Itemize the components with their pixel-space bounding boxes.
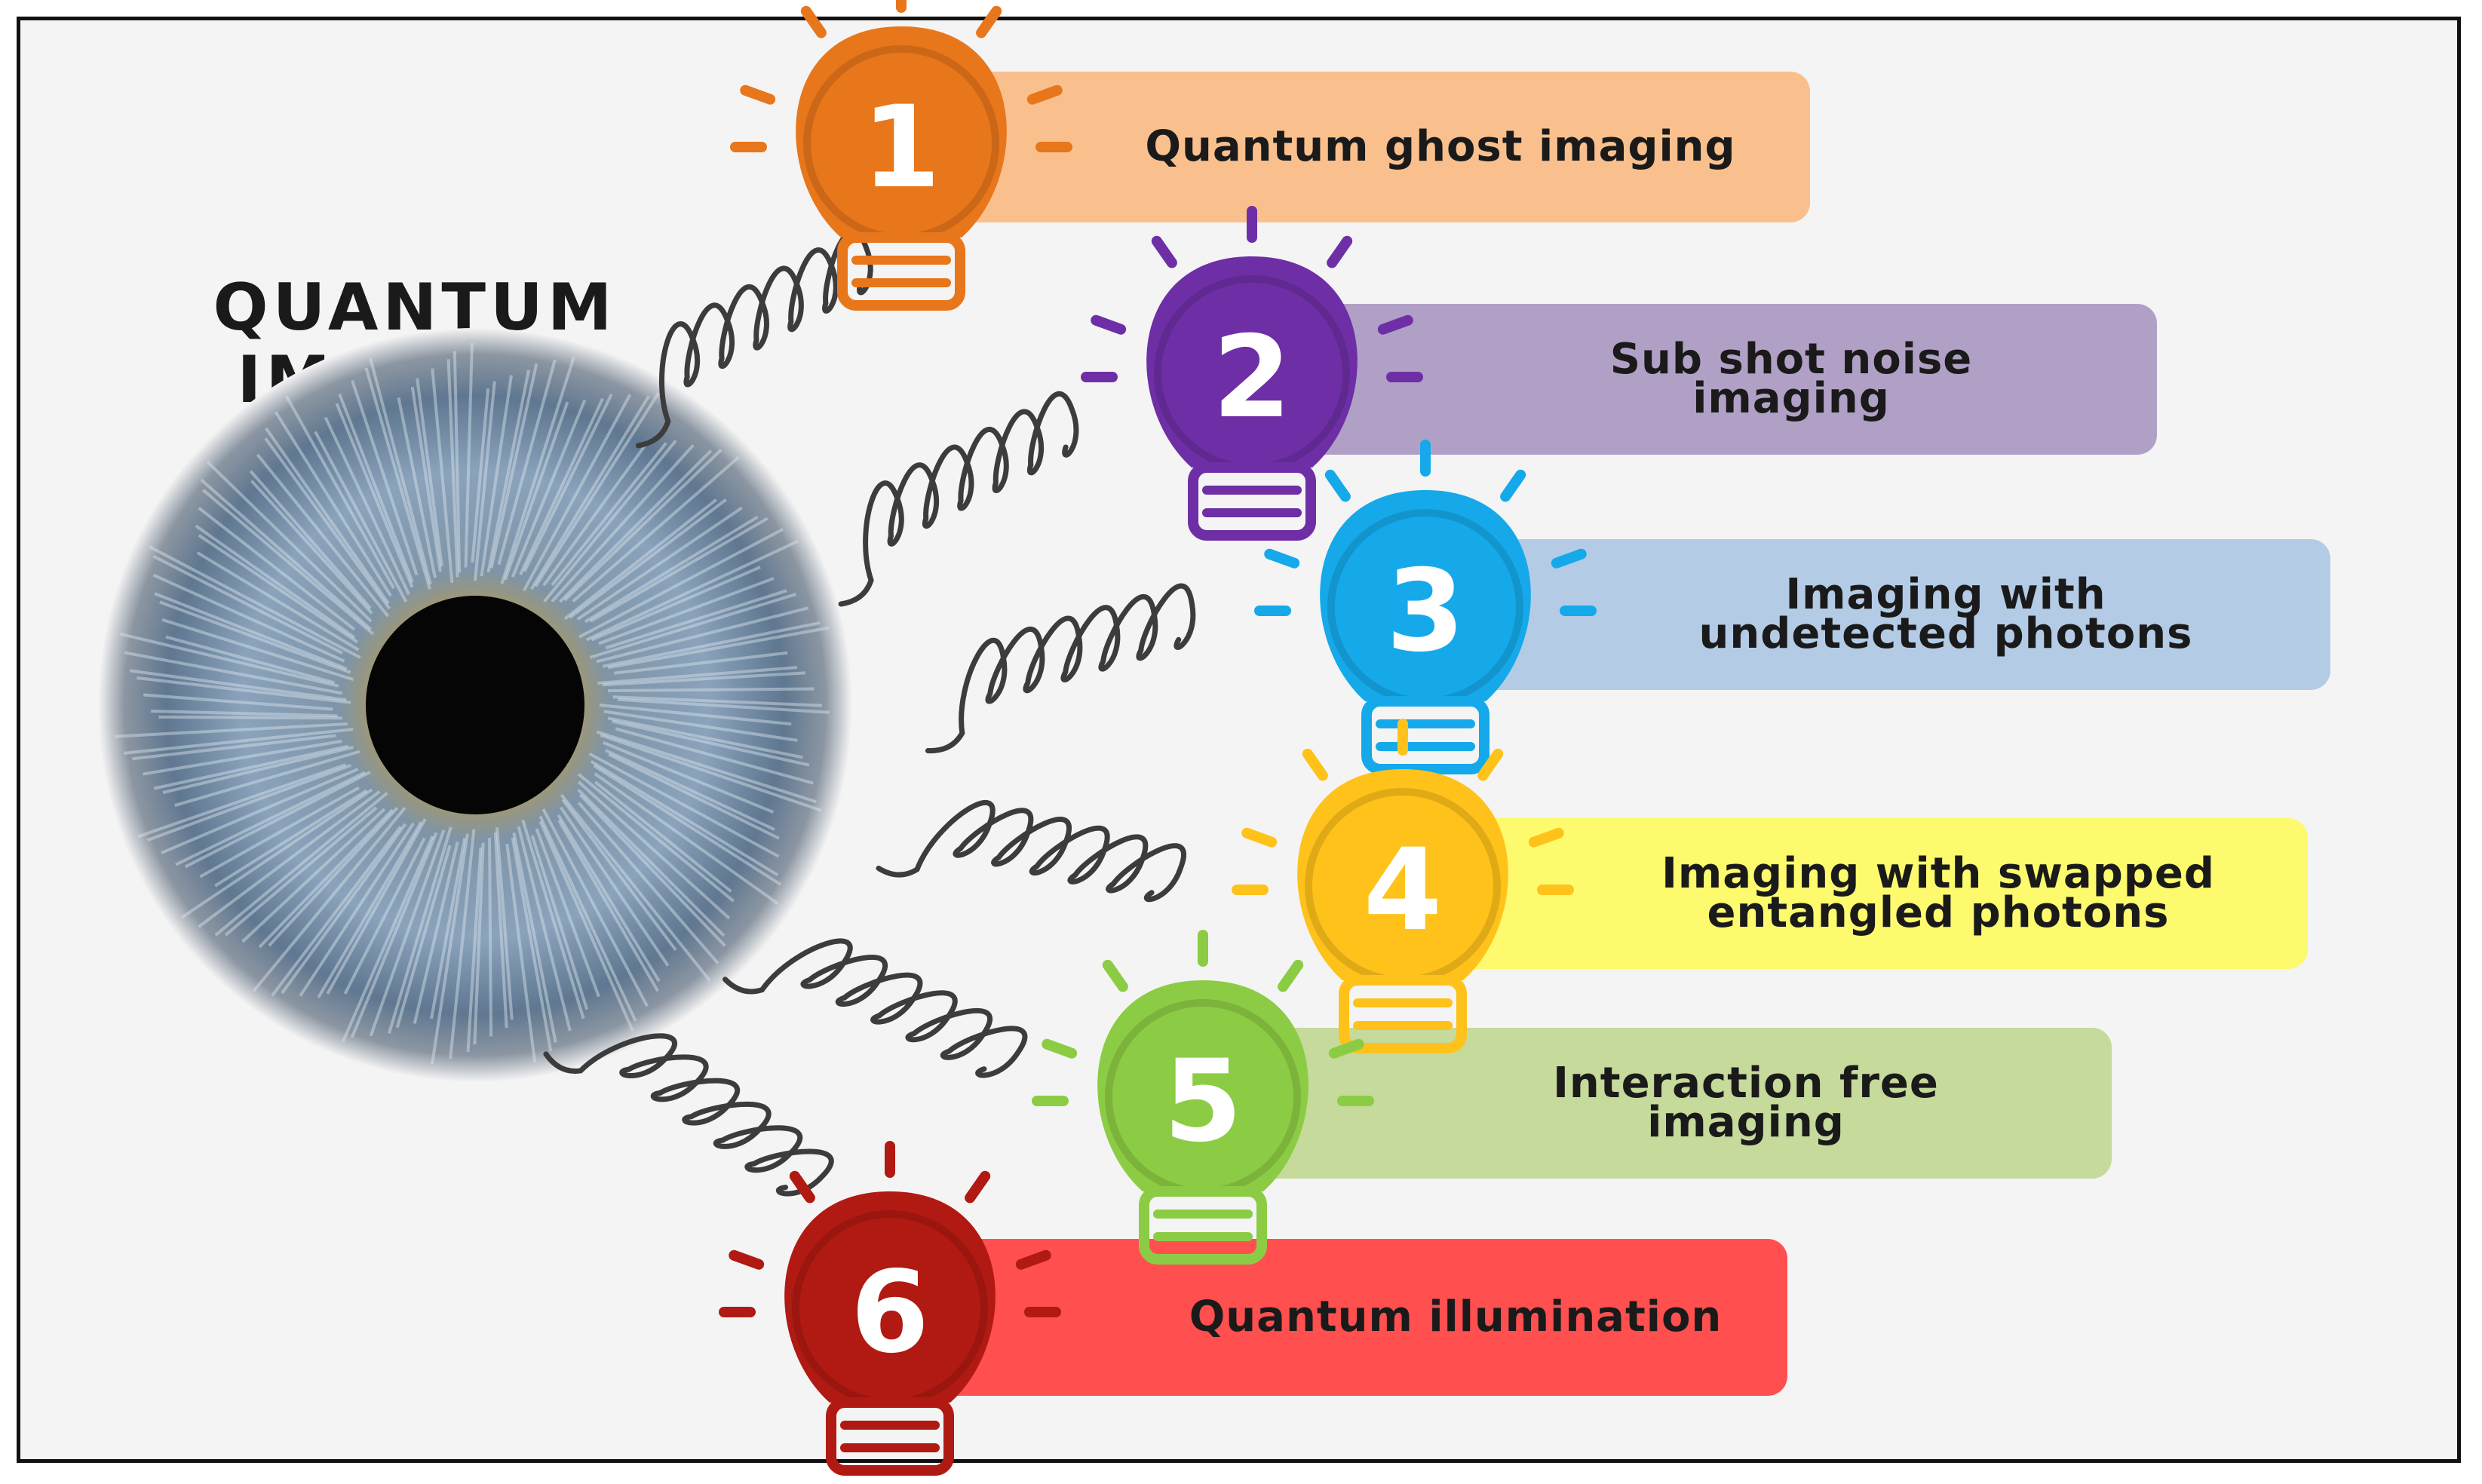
banner-step-4: Imaging with swapped entangled photons: [1440, 818, 2308, 969]
spring-1: [635, 228, 873, 449]
step-5-label: Interaction free imaging: [1553, 1059, 1939, 1147]
bulb-base-3: [1361, 696, 1490, 774]
bulb-icons: 1 23 45 6: [719, 0, 1597, 1476]
step-4-label: Imaging with swapped entangled photons: [1661, 849, 2215, 937]
bulb-base-2: [1188, 462, 1316, 541]
bulb-step-5: 5: [1032, 930, 1374, 1265]
spring-4: [876, 799, 1186, 903]
bulb-glass-4: [1297, 769, 1508, 980]
bulb-base-4: [1339, 975, 1467, 1053]
step-6-label: Quantum illumination: [1189, 1292, 1723, 1341]
spring-5: [722, 938, 1028, 1078]
banner-step-2: Sub shot noise imaging: [1297, 304, 2157, 455]
bulb-step-6: 6: [719, 1141, 1061, 1476]
banner-step-5: Interaction free imaging: [1252, 1028, 2112, 1179]
bulb-glass-1: [796, 26, 1007, 238]
bulb-step-1: 1: [730, 0, 1072, 311]
eye-iris-image: [98, 328, 852, 1082]
bulb-glass-6: [784, 1191, 996, 1403]
bulb-rays-6: [719, 1141, 1061, 1317]
iris-fibers: [114, 342, 830, 1065]
bulb-base-1: [837, 232, 965, 311]
spring-2: [838, 391, 1079, 607]
bulb-step-3: 3: [1254, 440, 1597, 774]
step-5-number: 5: [1164, 1036, 1242, 1167]
title-line-1: QUANTUM: [213, 270, 617, 345]
bulb-glass-3: [1320, 490, 1531, 701]
photon-springs: [543, 228, 1196, 1197]
pupil: [366, 596, 584, 814]
step-2-number: 2: [1213, 312, 1291, 443]
bulb-rays-3: [1254, 440, 1597, 616]
bulb-glass-2: [1146, 256, 1358, 468]
step-6-number: 6: [851, 1247, 929, 1378]
bulb-base-6: [826, 1397, 954, 1476]
bulb-step-2: 2: [1081, 206, 1423, 541]
bulb-rays-5: [1032, 930, 1374, 1106]
banner-step-1: Quantum ghost imaging: [935, 72, 1810, 222]
bulb-step-4: 4: [1232, 719, 1574, 1053]
step-3-label: Imaging with undetected photons: [1698, 570, 2193, 658]
step-3-number: 3: [1386, 546, 1465, 677]
banner-step-3: Imaging with undetected photons: [1471, 539, 2330, 690]
step-1-number: 1: [862, 82, 940, 213]
bulb-rays-1: [730, 0, 1072, 152]
step-4-number: 4: [1364, 825, 1442, 956]
banner-step-6: Quantum illumination: [935, 1239, 1787, 1396]
spring-3: [925, 583, 1196, 754]
bulb-rays-2: [1081, 206, 1423, 382]
bulb-base-5: [1139, 1186, 1267, 1265]
step-2-label: Sub shot noise imaging: [1609, 335, 1973, 423]
step-1-label: Quantum ghost imaging: [1145, 122, 1736, 171]
bulb-rays-4: [1232, 719, 1574, 895]
bulb-glass-5: [1097, 980, 1308, 1191]
spring-6: [543, 1033, 834, 1197]
